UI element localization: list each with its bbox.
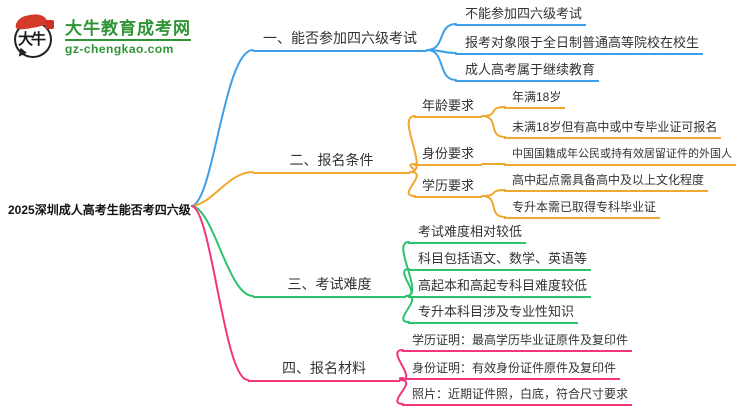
logo-text: 大牛教育成考网 gz-chengkao.com	[65, 19, 191, 56]
logo-characters: 大牛	[18, 30, 46, 48]
branch-2-label[interactable]: 二、报名条件	[253, 152, 410, 174]
branch-3-label[interactable]: 三、考试难度	[253, 276, 406, 298]
connector-root-b2	[191, 171, 254, 207]
branch-1-child-1[interactable]: 不能参加四六级考试	[455, 6, 587, 26]
logo-red-seal	[45, 20, 54, 29]
branch-3-child-1[interactable]: 考试难度相对较低	[408, 224, 527, 244]
connector-edu-c1	[481, 189, 506, 197]
branch-4-child-3[interactable]: 照片：近期证件照，白底，符合尺寸要求	[402, 386, 633, 406]
branch-4-child-1[interactable]: 学历证明：最高学历毕业证原件及复印件	[402, 332, 633, 352]
branch-3-child-3[interactable]: 高起本和高起专科目难度较低	[408, 278, 592, 298]
connector-b1-c1	[426, 23, 457, 51]
connector-age-c1	[481, 106, 506, 117]
branch-1-label[interactable]: 一、能否参加四六级考试	[253, 30, 427, 52]
branch-2-education-child-2[interactable]: 专升本需已取得专科毕业证	[504, 199, 661, 219]
connector-root-b4	[191, 205, 249, 381]
connector-b1-c3	[426, 49, 457, 81]
logo-domain: gz-chengkao.com	[65, 38, 191, 56]
connector-root-b1	[191, 49, 254, 207]
logo-bubble-icon: 大牛	[12, 12, 56, 63]
branch-2-sub-identity[interactable]: 身份要求	[414, 146, 482, 166]
branch-2-age-child-2[interactable]: 未满18岁但有高中或中专毕业证可报名	[504, 119, 722, 139]
branch-3-child-2[interactable]: 科目包括语文、数学、英语等	[408, 251, 592, 271]
connector-root-b3	[191, 205, 254, 297]
branch-2-education-child-1[interactable]: 高中起点需具备高中及以上文化程度	[504, 172, 709, 192]
root-topic[interactable]: 2025深圳成人高考生能否考四六级	[8, 203, 191, 217]
site-logo: 大牛 大牛教育成考网 gz-chengkao.com	[12, 12, 191, 63]
branch-4-label[interactable]: 四、报名材料	[248, 360, 400, 382]
branch-2-sub-age[interactable]: 年龄要求	[414, 98, 482, 118]
branch-2-age-child-1[interactable]: 年满18岁	[504, 89, 566, 109]
branch-2-sub-education[interactable]: 学历要求	[414, 178, 482, 198]
branch-2-identity-child-1[interactable]: 中国国籍成年公民或持有效居留证件的外国人	[504, 146, 736, 166]
logo-brand-name: 大牛教育成考网	[65, 18, 191, 38]
branch-1-child-2[interactable]: 报考对象限于全日制普通高等院校在校生	[455, 35, 704, 55]
branch-3-child-4[interactable]: 专升本科目涉及专业性知识	[408, 304, 579, 324]
branch-1-child-3[interactable]: 成人高考属于继续教育	[455, 62, 600, 82]
branch-4-child-2[interactable]: 身份证明：有效身份证件原件及复印件	[402, 360, 621, 380]
connector-b1-c2	[426, 49, 457, 54]
connector-age-c2	[481, 115, 506, 138]
connector-edu-c2	[481, 195, 506, 218]
